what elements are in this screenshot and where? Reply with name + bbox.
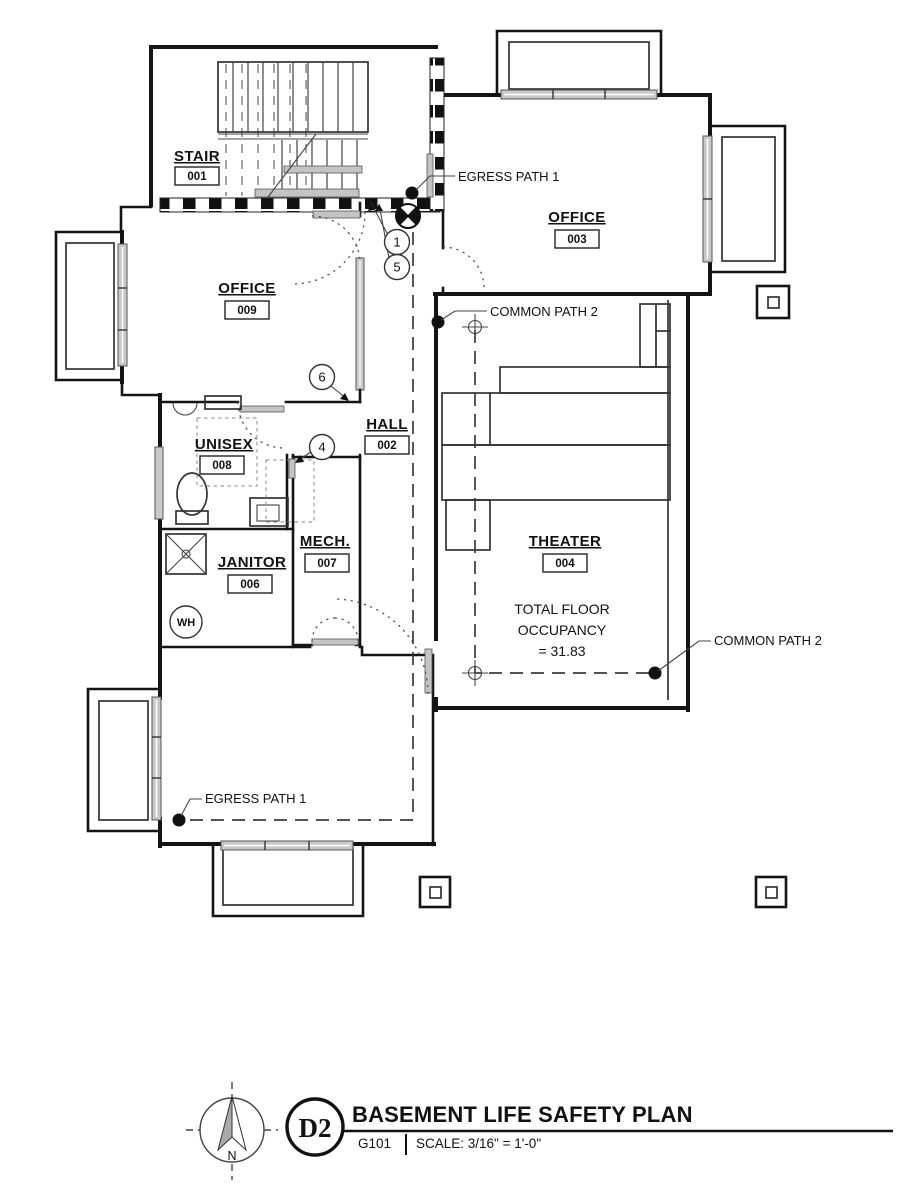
title-block: N D2 BASEMENT LIFE SAFETY PLAN G101 SCAL… (186, 1082, 893, 1180)
room-label-office-003: OFFICE (548, 209, 605, 226)
window-wells (54, 29, 787, 918)
keynote-bubbles: 1 5 6 4 (295, 202, 411, 463)
clearance-box (196, 417, 258, 487)
room-label-stair: STAIR (174, 148, 220, 165)
room-label-theater: THEATER (529, 533, 602, 550)
toilet-icon (176, 472, 208, 516)
room-tag-unisex: 008 (212, 460, 232, 472)
clearance-box (265, 459, 315, 523)
stair-treads (217, 61, 369, 198)
egress-endpoint-dot (405, 186, 419, 200)
common-path-2-label-top: COMMON PATH 2 (490, 304, 598, 319)
occupancy-line-1: TOTAL FLOOR (514, 601, 609, 617)
crosshair-icon (462, 660, 488, 686)
north-arrow-icon: N (186, 1082, 278, 1180)
room-tag-stair: 001 (187, 171, 207, 183)
room-labels: STAIR 001 OFFICE 009 OFFICE 003 HALL 002… (174, 148, 605, 594)
column-markers (418, 284, 791, 909)
scale-label: SCALE: 3/16" = 1'-0" (416, 1136, 541, 1151)
exit-symbol-icon (395, 203, 421, 229)
keynote-6-bubble (308, 363, 336, 391)
detail-bubble (285, 1097, 345, 1157)
room-tag-janitor: 006 (240, 579, 259, 591)
crosshair-icon (462, 314, 488, 340)
egress-path-1-line (186, 232, 414, 821)
egress-path-1-label-top: EGRESS PATH 1 (458, 169, 559, 184)
egress-endpoint-dot (172, 813, 186, 827)
water-heater-label: WH (177, 617, 195, 629)
mop-sink-icon (165, 533, 207, 575)
room-tag-theater: 004 (555, 558, 575, 570)
room-label-office-009: OFFICE (218, 280, 275, 297)
theater-seating (441, 303, 671, 551)
cabinet-icon (204, 395, 242, 410)
room-tag-office-003: 003 (567, 234, 586, 246)
room-tag-hall: 002 (377, 440, 396, 452)
sheet-number: G101 (358, 1136, 391, 1151)
detail-number: D2 (299, 1113, 332, 1143)
egress-path-1-label-bottom: EGRESS PATH 1 (205, 791, 306, 806)
lavatory-icon (172, 402, 198, 416)
door-swing-arcs (237, 211, 485, 695)
keynote-1-label: 1 (393, 235, 400, 250)
common-endpoint-dot (648, 666, 662, 680)
egress-paths (172, 186, 662, 827)
room-tag-office-009: 009 (237, 305, 256, 317)
room-label-unisex: UNISEX (195, 436, 253, 453)
common-path-2-label-right: COMMON PATH 2 (714, 633, 822, 648)
room-label-hall: HALL (366, 416, 408, 433)
sink-basin-icon (256, 504, 280, 522)
keynote-5-label: 5 (393, 260, 400, 275)
fixtures: WH (165, 395, 315, 639)
common-endpoint-dot (431, 315, 445, 329)
occupancy-line-2: OCCUPANCY (518, 622, 607, 638)
north-label: N (227, 1149, 236, 1163)
windows (117, 89, 713, 851)
keynote-4-label: 4 (318, 440, 325, 455)
keynote-6-label: 6 (318, 370, 325, 385)
annotation-labels: EGRESS PATH 1 EGRESS PATH 1 COMMON PATH … (180, 169, 822, 817)
fire-rated-walls (159, 57, 445, 213)
sink-counter-icon (249, 497, 289, 527)
room-tag-mech: 007 (317, 558, 336, 570)
keynote-5-bubble (383, 253, 411, 281)
room-label-mech: MECH. (300, 533, 350, 550)
drawing-title: BASEMENT LIFE SAFETY PLAN (352, 1102, 693, 1127)
keynote-4-bubble (308, 433, 336, 461)
occupancy-line-3: = 31.83 (538, 643, 585, 659)
room-label-janitor: JANITOR (218, 554, 286, 571)
water-heater-icon (169, 605, 203, 639)
